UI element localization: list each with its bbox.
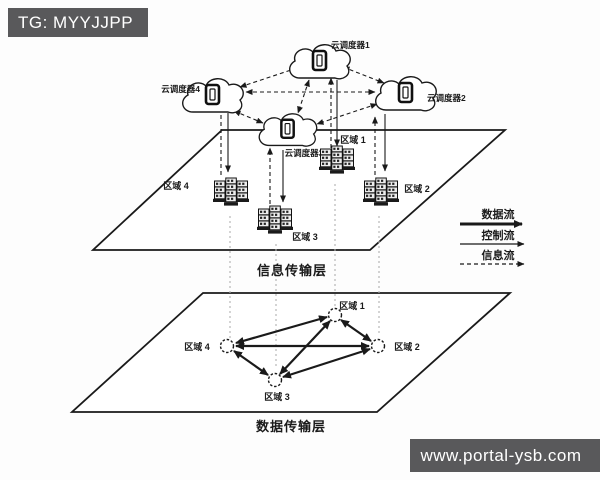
region-label-lower-3: 区域 3 bbox=[264, 391, 290, 402]
region-label-upper-4: 区域 4 bbox=[163, 180, 189, 191]
region-label-lower-1: 区域 1 bbox=[339, 300, 365, 311]
legend: 数据流 控制流 信息流 bbox=[460, 207, 525, 267]
cloud-scheduler-3 bbox=[257, 112, 318, 148]
edge-n1-n2 bbox=[340, 319, 372, 342]
region-label-upper-3: 区域 3 bbox=[292, 231, 318, 242]
server-stack-region1 bbox=[319, 146, 355, 174]
information-transfer-plane bbox=[90, 129, 508, 251]
legend-label-data-flow: 数据流 bbox=[482, 207, 515, 221]
edge-n3-n2 bbox=[282, 347, 371, 379]
cloud-label-1: 云调度器1 bbox=[331, 40, 370, 50]
legend-label-control-flow: 控制流 bbox=[482, 228, 515, 242]
server-stack-region3 bbox=[257, 206, 293, 234]
edge-n4-n3 bbox=[233, 350, 269, 376]
region-label-upper-1: 区域 1 bbox=[340, 134, 366, 145]
cloud-label-4: 云调度器4 bbox=[161, 84, 200, 94]
data-transfer-plane bbox=[69, 292, 513, 413]
lower-nodes bbox=[219, 307, 386, 388]
node-region3 bbox=[267, 372, 283, 388]
legend-label-info-flow: 信息流 bbox=[482, 248, 515, 262]
data-flow-edges bbox=[233, 315, 372, 379]
region-label-upper-2: 区域 2 bbox=[404, 183, 430, 194]
server-stack-region4 bbox=[213, 178, 249, 206]
flow-c4-c1 bbox=[239, 67, 298, 88]
inter-cloud-flows bbox=[233, 66, 385, 125]
node-region1 bbox=[327, 307, 343, 323]
server-stack-region2 bbox=[363, 178, 399, 206]
cloud-label-2: 云调度器2 bbox=[427, 93, 466, 103]
watermark-website-badge: www.portal-ysb.com bbox=[410, 439, 600, 472]
region-label-lower-4: 区域 4 bbox=[184, 341, 210, 352]
cloud-label-3: 云调度器3 bbox=[285, 148, 324, 158]
region-label-lower-2: 区域 2 bbox=[394, 341, 420, 352]
flow-c1-c3 bbox=[297, 79, 310, 114]
lower-layer-title: 数据传输层 bbox=[256, 419, 326, 434]
flow-c2-c3 bbox=[316, 103, 378, 125]
node-region2 bbox=[370, 338, 386, 354]
flow-c4-c3 bbox=[233, 110, 264, 124]
watermark-telegram-badge: TG: MYYJJPP bbox=[8, 8, 148, 37]
watermark-telegram-text: TG: MYYJJPP bbox=[18, 12, 134, 32]
upper-layer-title: 信息传输层 bbox=[257, 263, 327, 278]
node-region4 bbox=[219, 338, 235, 354]
flow-c1-c2 bbox=[342, 66, 385, 84]
watermark-website-text: www.portal-ysb.com bbox=[420, 445, 582, 465]
inter-layer-connectors bbox=[229, 184, 380, 368]
